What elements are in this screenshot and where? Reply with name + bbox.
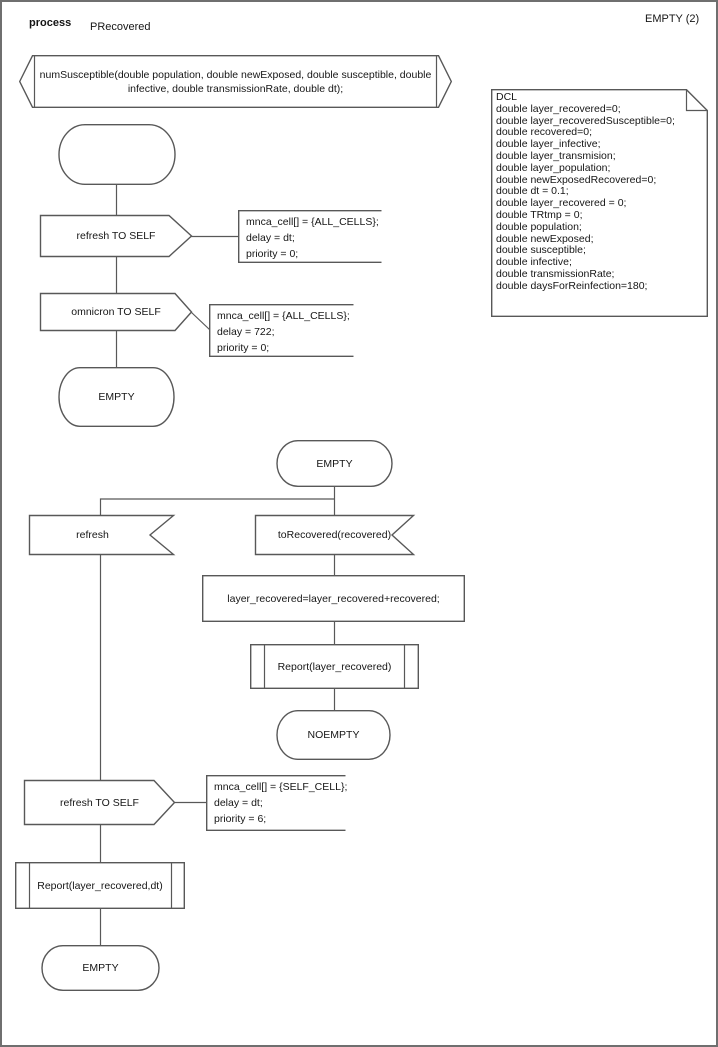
dcl-line: double TRtmp = 0; [496,208,583,221]
task-shape [201,574,466,622]
dcl-line: double susceptible; [496,244,586,257]
send-signal-label: omnicron TO SELF [71,306,161,318]
procedure-call-report[interactable]: Report(layer_recovered) [249,643,420,689]
process-name: PRecovered [90,21,151,33]
dcl-declarations-note[interactable]: DCL double layer_recovered=0; double lay… [491,89,708,317]
dcl-line: double layer_infective; [496,138,601,151]
send-signal-shape [39,214,193,258]
receive-signal-label: refresh [76,529,109,541]
state-label: EMPTY [98,391,135,403]
comment-line: mnca_cell[] = {ALL_CELLS}; [217,310,350,322]
dcl-line: double transmissionRate; [496,267,615,280]
comment-text-block: mnca_cell[] = {ALL_CELLS}; delay = dt; p… [246,214,379,262]
note-shape [491,89,708,317]
comment-all-cells-dt[interactable]: mnca_cell[] = {ALL_CELLS}; delay = dt; p… [238,210,382,263]
send-signal-refresh-to-self[interactable]: refresh TO SELF [39,214,193,258]
send-signal-shape [23,779,176,826]
send-signal-refresh-to-self-bottom[interactable]: refresh TO SELF [23,779,176,826]
comment-line: priority = 0; [217,342,270,354]
dcl-line: double newExposed; [496,232,594,245]
dcl-line: double layer_recovered = 0; [496,197,627,210]
task-label: layer_recovered=layer_recovered+recovere… [227,592,440,605]
receive-signal-shape [28,514,176,556]
signature-shape [18,55,453,108]
send-signal-label: refresh TO SELF [76,230,156,242]
dcl-line: double layer_recovered=0; [496,102,621,115]
task-accumulate-recovered[interactable]: layer_recovered=layer_recovered+recovere… [201,574,466,622]
dcl-title: DCL [496,91,518,103]
state-empty-middle[interactable]: EMPTY [276,440,393,487]
comment-line: priority = 6; [214,813,267,825]
dcl-line: double population; [496,220,582,233]
process-kind-label: process [29,17,72,29]
receive-signal-shape [254,514,416,556]
state-label: EMPTY [82,962,119,974]
state-shape [276,710,391,760]
state-start-blank[interactable] [58,124,176,185]
dcl-text-block: DCL double layer_recovered=0; double lay… [496,91,675,293]
comment-line: delay = 722; [217,326,275,338]
procedure-signature-symbol[interactable]: numSusceptible(double population, double… [18,55,453,108]
comment-bracket-shape [238,210,382,263]
comment-line: priority = 0; [246,248,299,260]
dcl-line: double newExposedRecovered=0; [496,173,657,186]
dcl-line: double dt = 0.1; [496,185,569,198]
dcl-line: double daysForReinfection=180; [496,279,648,292]
state-empty-bottom[interactable]: EMPTY [41,945,160,991]
comment-line: mnca_cell[] = {SELF_CELL}; [214,781,348,793]
send-signal-label: refresh TO SELF [60,796,139,809]
procedure-shape [14,861,186,909]
dcl-line: double layer_population; [496,161,611,174]
state-empty-top[interactable]: EMPTY [58,367,175,427]
state-label: NOEMPTY [307,729,360,741]
comment-text-block: mnca_cell[] = {ALL_CELLS}; delay = 722; … [217,308,350,356]
dcl-line: double infective; [496,256,572,269]
state-shape [58,124,176,185]
page-number-label: EMPTY (2) [645,13,700,25]
state-shape [276,440,393,487]
state-label: EMPTY [316,457,353,470]
comment-line: mnca_cell[] = {ALL_CELLS}; [246,216,379,228]
procedure-shape [249,643,420,689]
procedure-label: Report(layer_recovered) [277,660,392,673]
send-signal-shape [39,292,193,332]
comment-line: delay = dt; [246,232,295,244]
procedure-side-bars-icon [28,862,173,909]
procedure-side-bars-icon [263,644,406,689]
dcl-line: double layer_transmision; [496,149,616,162]
state-shape [41,945,160,991]
comment-self-cell-dt[interactable]: mnca_cell[] = {SELF_CELL}; delay = dt; p… [206,775,347,831]
send-signal-omnicron-to-self[interactable]: omnicron TO SELF [39,292,193,332]
signature-inner-lines [33,55,438,108]
signature-text: numSusceptible(double population, double… [39,68,432,95]
receive-signal-refresh[interactable]: refresh [28,514,176,556]
state-noempty[interactable]: NOEMPTY [276,710,391,760]
procedure-call-report-dt[interactable]: Report(layer_recovered,dt) [14,861,186,909]
comment-bracket-shape [206,775,346,831]
comment-line: delay = dt; [214,797,263,809]
procedure-label: Report(layer_recovered,dt) [37,879,163,892]
comment-bracket-shape [209,304,354,357]
dcl-line: double layer_recoveredSusceptible=0; [496,114,675,127]
comment-text-block: mnca_cell[] = {SELF_CELL}; delay = dt; p… [214,779,347,827]
dcl-line: double recovered=0; [496,126,593,139]
receive-signal-torecovered[interactable]: toRecovered(recovered) [254,514,416,556]
receive-signal-label: toRecovered(recovered) [277,529,392,541]
note-fold-icon [685,89,708,112]
state-shape [58,367,175,427]
comment-all-cells-722[interactable]: mnca_cell[] = {ALL_CELLS}; delay = 722; … [209,304,354,357]
